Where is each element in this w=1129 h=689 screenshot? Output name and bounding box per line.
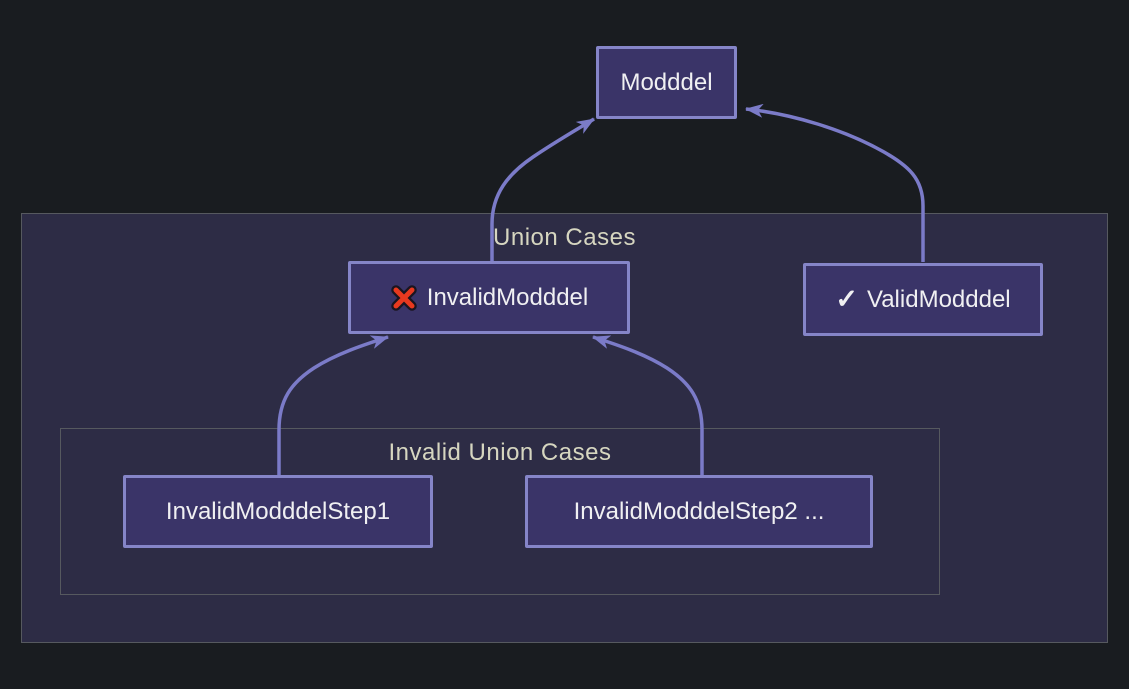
node-modddel-label: Modddel xyxy=(620,68,713,96)
node-invalid-modddel-step2-label: InvalidModddelStep2 ... xyxy=(573,497,825,525)
node-invalid-modddel-step2: InvalidModddelStep2 ... xyxy=(525,475,873,548)
invalid-union-cases-group-label: Invalid Union Cases xyxy=(388,439,612,466)
node-invalid-modddel-step1: InvalidModddelStep1 xyxy=(123,475,433,548)
check-icon: ✓ xyxy=(835,284,858,314)
red-cross-icon xyxy=(390,284,418,312)
node-invalid-modddel: InvalidModddel xyxy=(348,261,630,334)
node-valid-modddel-label: ValidModddel xyxy=(866,285,1011,313)
invalid-union-cases-group: Invalid Union Cases xyxy=(60,428,940,595)
union-cases-group-label: Union Cases xyxy=(493,224,636,251)
node-valid-modddel: ✓ ValidModddel xyxy=(803,263,1043,336)
node-modddel: Modddel xyxy=(596,46,737,119)
node-invalid-modddel-label: InvalidModddel xyxy=(426,283,589,311)
node-invalid-modddel-step1-label: InvalidModddelStep1 xyxy=(165,497,391,525)
